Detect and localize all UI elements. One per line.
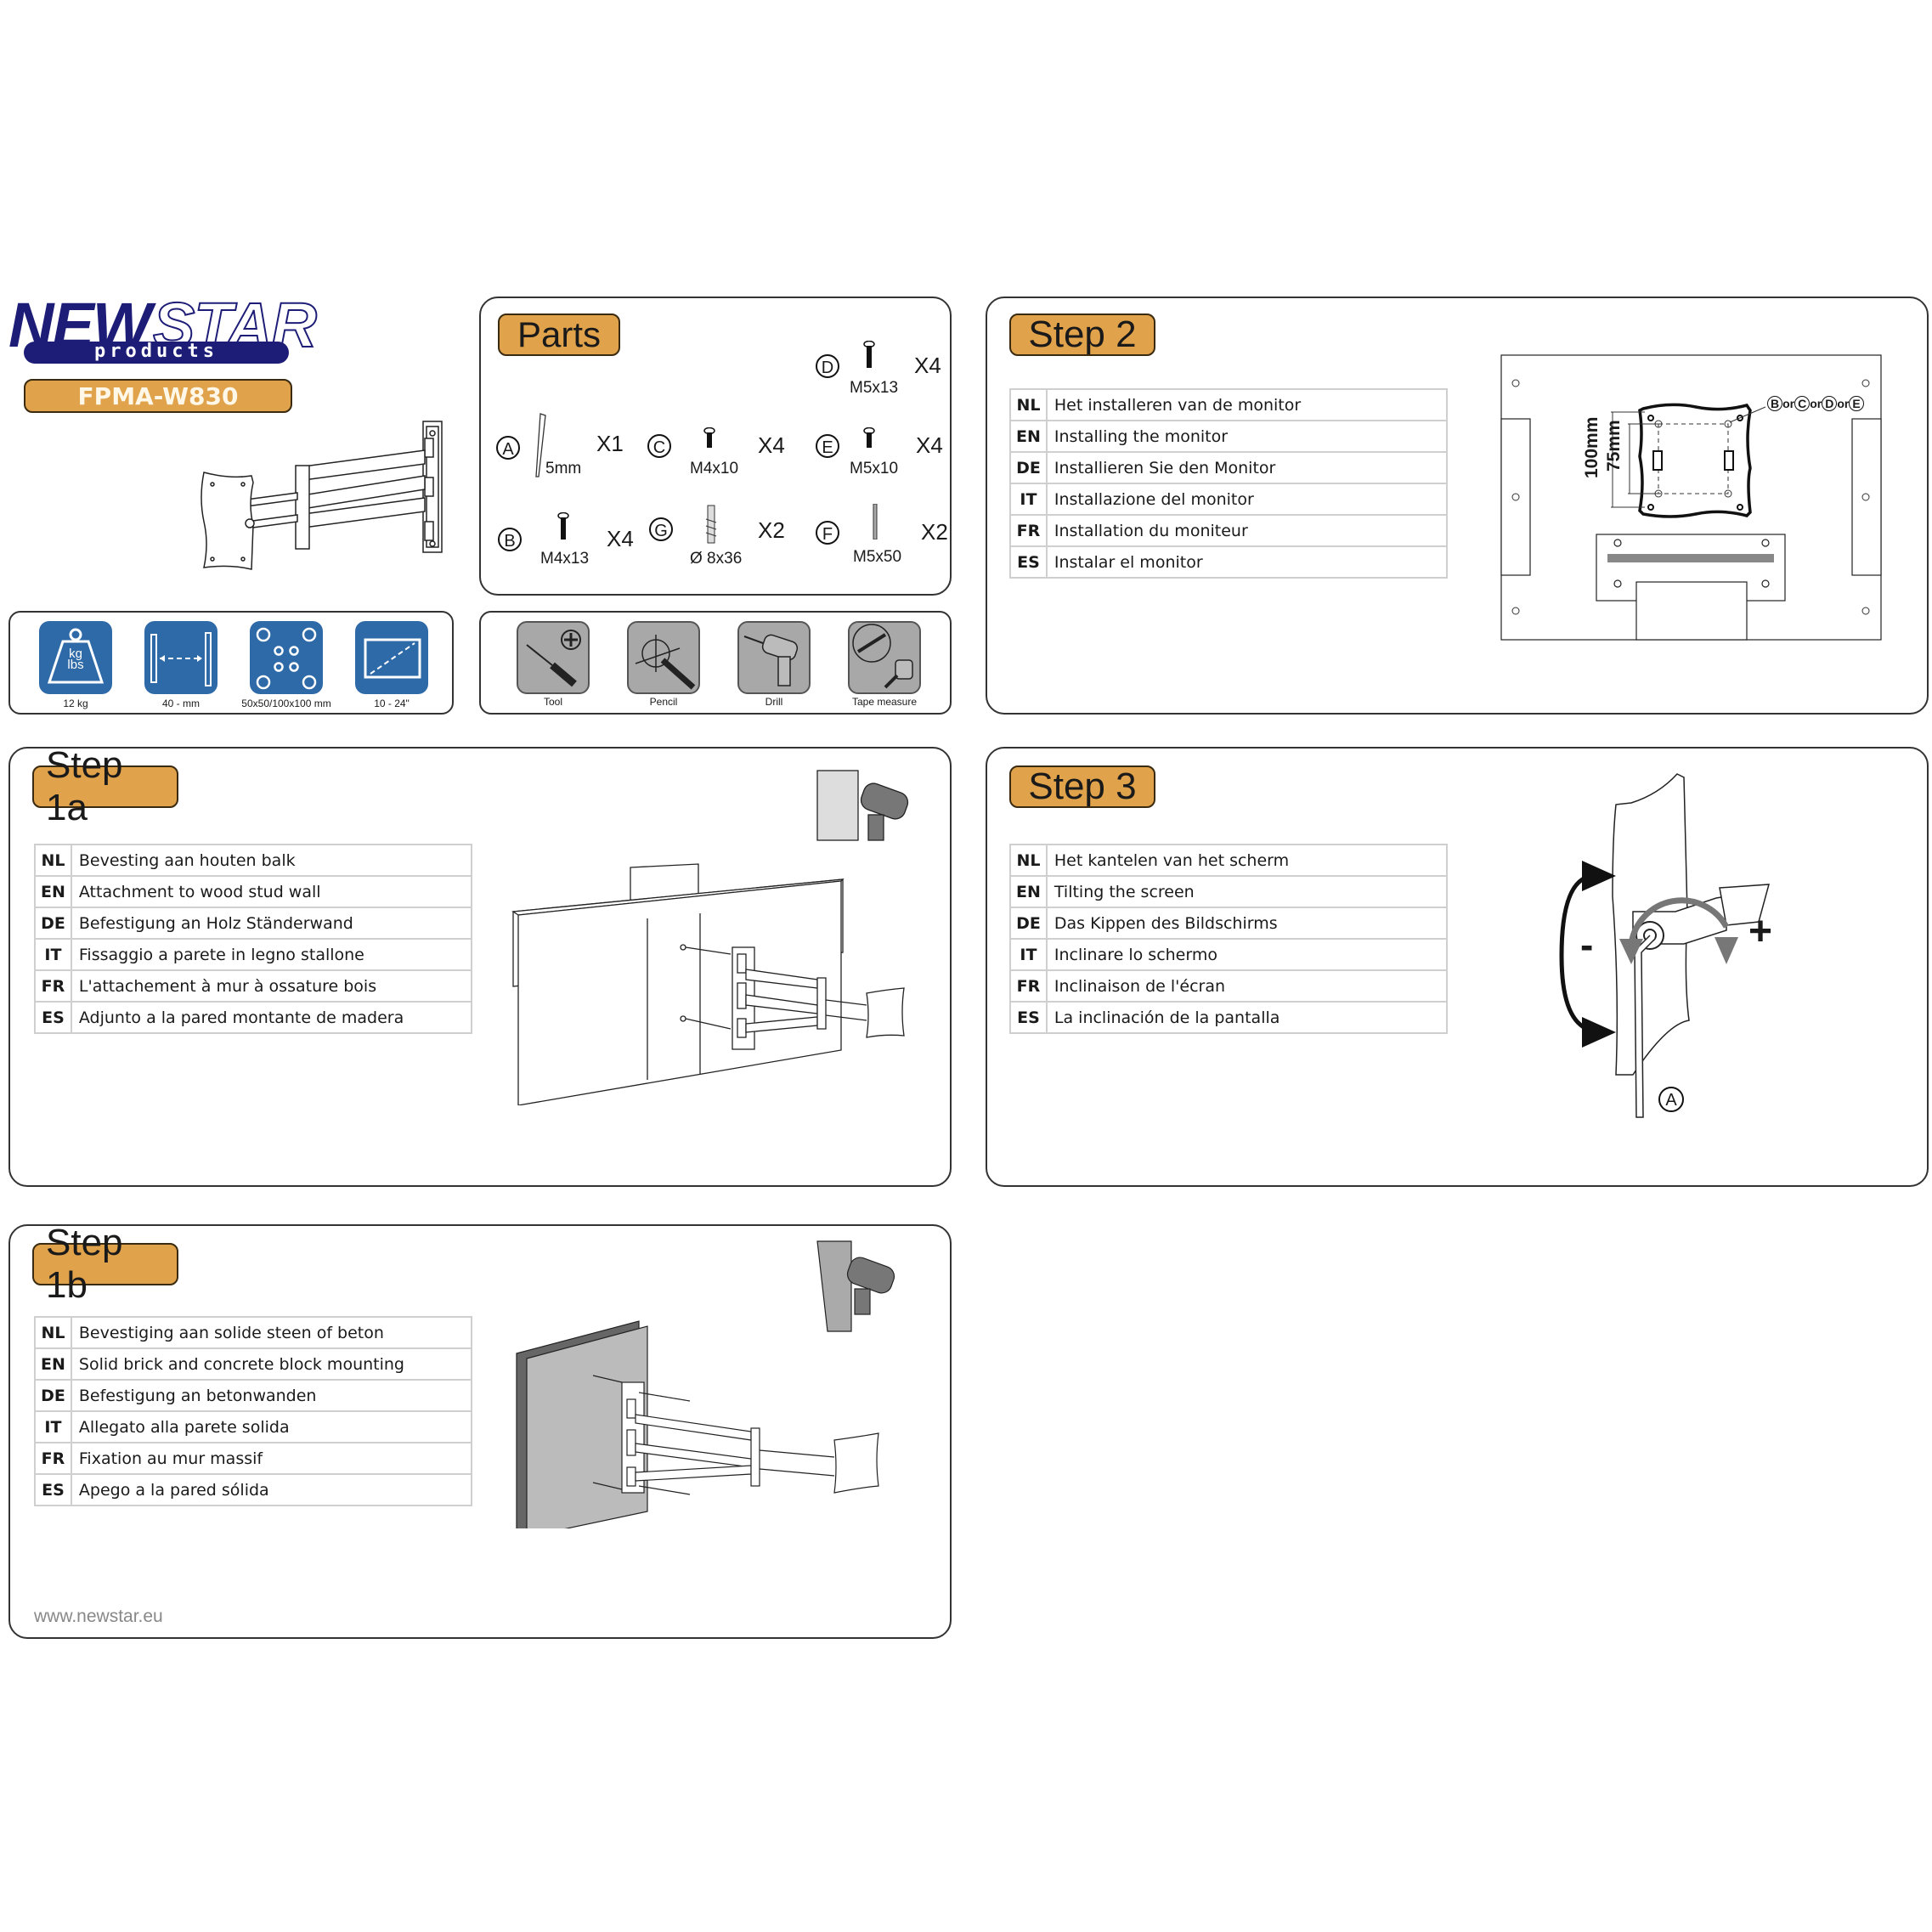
- parts-title: Parts: [498, 314, 620, 356]
- step1a-title: Step 1a: [32, 744, 178, 828]
- spec-label-screen-size: 10 - 24": [374, 698, 410, 709]
- part-letter-c: C: [647, 434, 671, 458]
- part-letter-b: B: [498, 528, 522, 551]
- part-letter-a: A: [496, 436, 520, 460]
- wall-distance-icon: [144, 621, 217, 694]
- specs-panel: kg lbs 12 kg 40 - mm 50x50/100x100 mm 10…: [8, 611, 454, 715]
- step1b-title: Step 1b: [32, 1222, 178, 1306]
- part-letter-g: G: [649, 517, 673, 541]
- tilt-minus-label: -: [1580, 923, 1594, 967]
- part-letter-f: F: [816, 521, 839, 545]
- screwdriver-icon: [517, 621, 590, 694]
- brick-wall-mounting-illustration: [516, 1240, 895, 1528]
- tape-measure-icon: [848, 621, 921, 694]
- pencil-icon: [627, 621, 700, 694]
- parts-panel: Parts D M5x13 X4 A 5mm X1 C M4x10 X4 E M…: [479, 297, 952, 596]
- spec-label-weight: 12 kg: [63, 698, 88, 709]
- dimension-75mm: 75mm: [1604, 420, 1624, 472]
- tilt-plus-label: +: [1748, 909, 1773, 954]
- spec-label-distance: 40 - mm: [161, 698, 200, 709]
- screw-icon: [863, 341, 875, 368]
- footer-website[interactable]: www.newstar.eu: [34, 1607, 163, 1626]
- wood-stud-mounting-illustration: [511, 770, 909, 1105]
- spec-label-vesa: 50x50/100x100 mm: [241, 698, 331, 709]
- model-badge: FPMA-W830: [24, 379, 292, 413]
- screw-icon: [703, 427, 715, 448]
- screw-icon: [557, 512, 569, 539]
- hex-key-icon: [535, 413, 546, 477]
- hex-key-letter-a: A: [1658, 1087, 1684, 1112]
- dimension-100mm: 100mm: [1582, 416, 1602, 478]
- screw-icon: [863, 427, 875, 448]
- wall-plug-icon: [705, 505, 717, 544]
- product-arm-illustration: [201, 421, 443, 570]
- part-letter-d: D: [816, 354, 839, 378]
- logo-tagline: products: [24, 342, 289, 364]
- vesa-pattern-icon: [250, 621, 323, 694]
- tools-panel: Tool Pencil Drill Tape measure: [479, 611, 952, 715]
- tilt-adjustment-illustration: - + A: [1531, 769, 1811, 1126]
- step3-title: Step 3: [1009, 765, 1155, 808]
- part-letter-e: E: [816, 434, 839, 458]
- drill-icon: [737, 621, 811, 694]
- step2-title: Step 2: [1009, 314, 1155, 356]
- screen-size-icon: [355, 621, 428, 694]
- weight-icon: kg lbs: [39, 621, 112, 694]
- long-screw-icon: [873, 504, 878, 539]
